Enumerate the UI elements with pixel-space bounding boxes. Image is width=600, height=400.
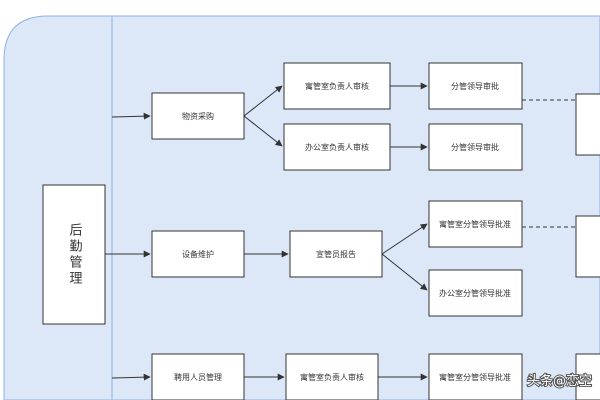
maintenance-label: 设备维护 bbox=[182, 249, 214, 259]
main-node-box bbox=[42, 184, 106, 325]
procurement-lower-review-label: 办公室负责人审核 bbox=[305, 142, 369, 152]
procurement-upper-approve-label: 分管领导审批 bbox=[451, 81, 499, 91]
connector-lane-to-procurement bbox=[111, 112, 151, 120]
maintenance-lower-approve-label: 办公室分管领导批准 bbox=[439, 288, 511, 298]
connector-procurement-to-lower-review bbox=[243, 115, 283, 147]
watermark-text: 头条@恋空 bbox=[527, 373, 592, 389]
maintenance-node bbox=[151, 230, 245, 278]
report-label: 宣管员报告 bbox=[316, 249, 356, 259]
procurement-upper-approve-node bbox=[428, 62, 523, 110]
connector-report-to-upper-approve bbox=[381, 223, 428, 255]
staffing-approve-label: 寓管室分管领导批准 bbox=[439, 372, 511, 382]
staffing-label: 聘用人员管理 bbox=[174, 372, 222, 382]
connector-procurement-to-upper-review bbox=[243, 85, 283, 117]
offscreen-node-1 bbox=[575, 93, 600, 156]
procurement-node bbox=[151, 92, 245, 140]
main-node-label: 后勤管理 bbox=[67, 223, 83, 287]
procurement-upper-review-label: 寓管室负责人审核 bbox=[305, 81, 369, 91]
staffing-approve-node bbox=[428, 353, 523, 400]
staffing-review-label: 寓管室负责人审核 bbox=[300, 372, 364, 382]
offscreen-node-3 bbox=[575, 353, 600, 400]
procurement-label: 物资采购 bbox=[182, 111, 214, 121]
procurement-upper-review-node bbox=[283, 62, 391, 110]
offscreen-node-2 bbox=[575, 215, 600, 278]
connector-lane-to-staffing bbox=[111, 373, 151, 381]
staffing-review-node bbox=[285, 353, 379, 400]
maintenance-lower-approve-node bbox=[428, 269, 523, 317]
staffing-node bbox=[151, 353, 245, 400]
maintenance-upper-approve-label: 寓管室分管领导批准 bbox=[439, 219, 511, 229]
procurement-lower-approve-node bbox=[428, 123, 523, 171]
maintenance-upper-approve-node bbox=[428, 200, 523, 248]
procurement-lower-approve-label: 分管领导审批 bbox=[451, 142, 499, 152]
connector-report-to-lower-approve bbox=[381, 253, 428, 291]
